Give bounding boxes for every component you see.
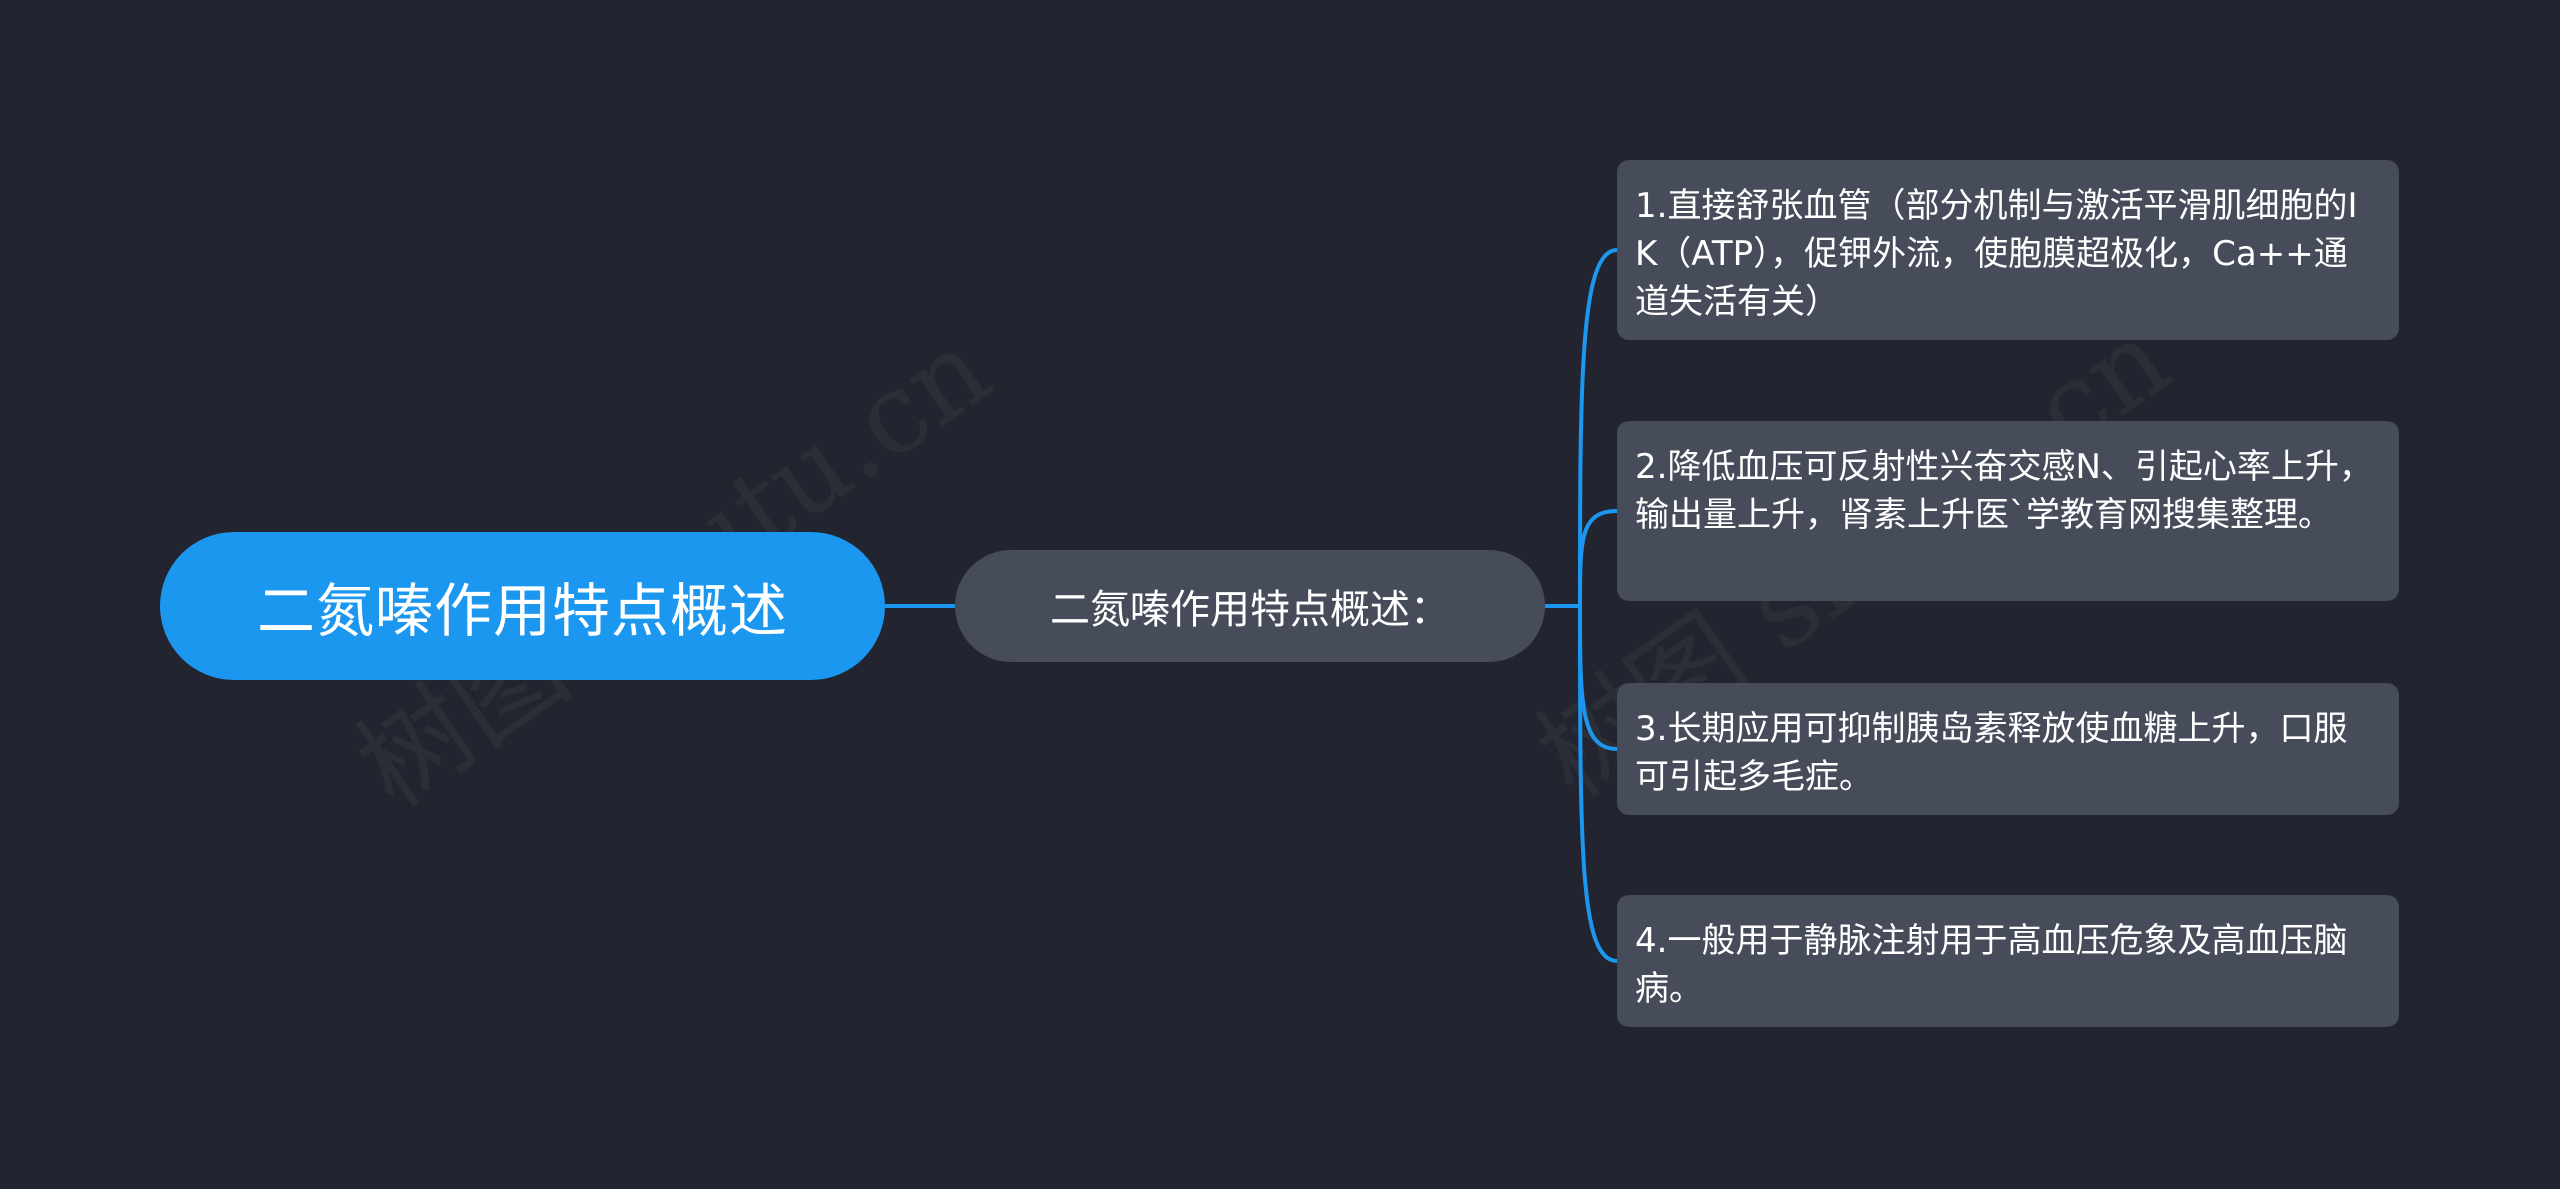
leaf-node-label: 1.直接舒张血管（部分机制与激活平滑肌细胞的IK（ATP），促钾外流，使胞膜超极… — [1635, 186, 2358, 322]
branch-connector-3 — [1578, 605, 1618, 751]
leaf-node-label: 2.降低血压可反射性兴奋交感N、引起心率上升，输出量上升，肾素上升医`学教育网搜… — [1635, 447, 2373, 535]
leaf-node-1[interactable]: 1.直接舒张血管（部分机制与激活平滑肌细胞的IK（ATP），促钾外流，使胞膜超极… — [1617, 160, 2399, 340]
middle-node[interactable]: 二氮嗪作用特点概述： — [955, 550, 1545, 662]
branch-connector-4 — [1578, 605, 1618, 963]
leaf-node-label: 4.一般用于静脉注射用于高血压危象及高血压脑病。 — [1635, 921, 2348, 1009]
branch-connector-2 — [1578, 509, 1618, 607]
leaf-node-label: 3.长期应用可抑制胰岛素释放使血糖上升，口服可引起多毛症。 — [1635, 709, 2348, 797]
branch-connector-1 — [1578, 248, 1618, 607]
leaf-node-3[interactable]: 3.长期应用可抑制胰岛素释放使血糖上升，口服可引起多毛症。 — [1617, 683, 2399, 815]
root-node[interactable]: 二氮嗪作用特点概述 — [160, 532, 885, 680]
root-node-label: 二氮嗪作用特点概述 — [256, 577, 788, 645]
middle-node-label: 二氮嗪作用特点概述： — [1050, 587, 1450, 633]
leaf-node-4[interactable]: 4.一般用于静脉注射用于高血压危象及高血压脑病。 — [1617, 895, 2399, 1027]
leaf-node-2[interactable]: 2.降低血压可反射性兴奋交感N、引起心率上升，输出量上升，肾素上升医`学教育网搜… — [1617, 421, 2399, 601]
